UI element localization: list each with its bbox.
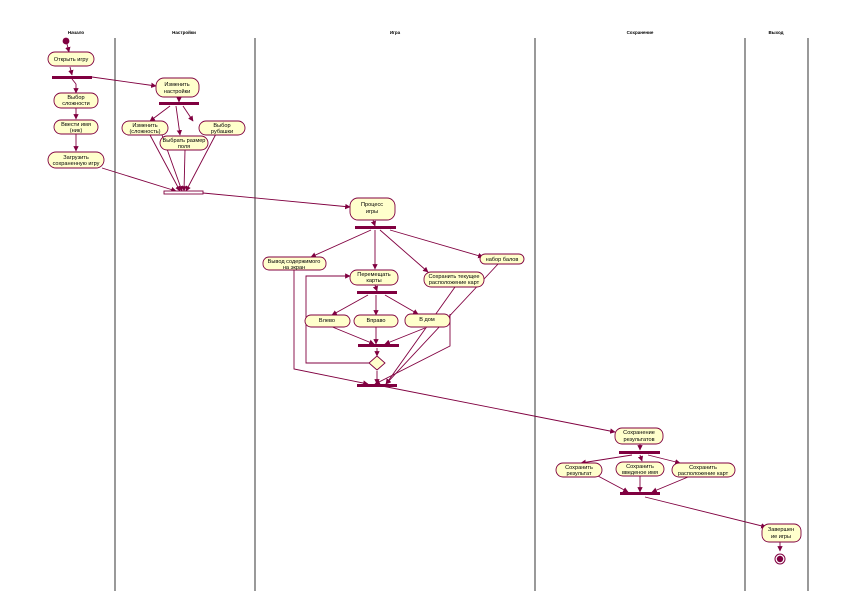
node-choose-difficulty (53, 92, 99, 109)
node-save-card-layout (671, 462, 736, 478)
fork-bar-settings (159, 102, 199, 105)
initial-node (62, 37, 70, 45)
node-save-results (614, 427, 664, 445)
swimlanes: Начало Настройки Игра Сохранение Выход (68, 29, 809, 591)
node-score (479, 253, 525, 265)
join-bar-settings (163, 190, 204, 195)
node-open-game (47, 51, 95, 67)
node-change-settings (155, 77, 200, 98)
node-save-result (555, 462, 603, 478)
sync-bars (52, 76, 660, 495)
join-bar-game (357, 384, 397, 387)
lane-title-exit: Выход (768, 30, 783, 35)
svg-text:Ввести имя(ник): Ввести имя(ник) (61, 122, 91, 134)
join-bar-save (620, 492, 660, 495)
svg-text:В дом: В дом (419, 317, 435, 323)
node-save-entered-name (615, 461, 665, 477)
node-left (304, 314, 351, 328)
node-move-cards (349, 269, 399, 286)
lane-title-game: Игра (390, 30, 401, 35)
flows (65, 43, 783, 552)
svg-text:Изменить(сложность): Изменить(сложность) (129, 123, 160, 135)
final-node (774, 553, 786, 565)
node-enter-name (53, 119, 99, 135)
fork-bar-game (355, 226, 396, 229)
lane-title-saving: Сохранение (627, 30, 654, 35)
lane-title-start: Начало (68, 30, 85, 35)
node-end-game (761, 523, 802, 543)
node-choose-field-size (159, 135, 209, 151)
svg-text:Открыть игру: Открыть игру (54, 57, 89, 63)
node-right (353, 314, 399, 328)
svg-text:Влево: Влево (319, 318, 335, 324)
fork-bar-save (619, 451, 660, 454)
node-show-table-content (262, 256, 327, 271)
node-game-process (349, 197, 396, 221)
node-load-saved (47, 151, 105, 169)
decision-node (368, 355, 386, 371)
svg-text:Вправо: Вправо (366, 318, 385, 324)
node-change-difficulty (121, 120, 169, 136)
node-save-layout (423, 271, 485, 288)
node-home (404, 313, 451, 328)
node-choose-shirt (198, 120, 246, 136)
lane-title-settings: Настройки (172, 29, 196, 35)
fork-bar-start (52, 76, 92, 79)
fork-bar-move (357, 291, 397, 294)
svg-text:набор балов: набор балов (486, 257, 519, 263)
join-bar-move (358, 344, 399, 347)
